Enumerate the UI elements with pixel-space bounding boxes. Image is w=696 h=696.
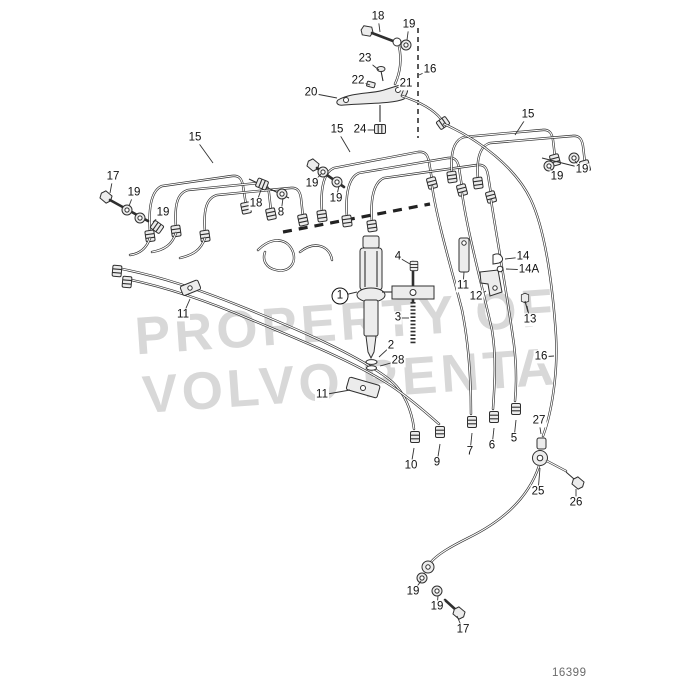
callout-label-27: 27	[531, 414, 547, 428]
callout-label-13: 13	[522, 313, 538, 327]
callout-label-17: 17	[105, 170, 121, 184]
callout-label-7: 7	[465, 445, 475, 459]
callout-label-6: 6	[487, 439, 497, 453]
callout-label-1: 1	[331, 287, 349, 305]
left-bolt-washer-set	[97, 189, 165, 235]
callout-label-8: 8	[276, 206, 286, 220]
pipe-clamp-middle	[345, 376, 381, 399]
callout-label-19: 19	[304, 177, 320, 191]
callout-label-19: 19	[405, 585, 421, 599]
callout-label-28: 28	[390, 354, 406, 368]
callout-label-11: 11	[456, 279, 470, 293]
top-banjo-bracket-assembly	[336, 24, 451, 135]
callout-label-19: 19	[574, 163, 590, 177]
union-fitting	[248, 177, 290, 200]
callout-label-18: 18	[248, 197, 264, 211]
fuel-pipe-group-middle	[316, 150, 498, 233]
low-pressure-pipes	[111, 231, 446, 444]
pipe-clamp-right	[458, 237, 470, 273]
hidden-route-dashes	[282, 28, 431, 234]
callout-label-21: 21	[398, 77, 414, 91]
return-pipe-assembly	[416, 122, 587, 621]
callout-label-12: 12	[468, 290, 484, 304]
callout-label-14: 14	[515, 250, 531, 264]
callout-label-14A: 14A	[517, 263, 541, 277]
callout-label-25: 25	[530, 485, 546, 499]
callout-label-22: 22	[350, 74, 366, 88]
callout-label-2: 2	[386, 339, 396, 353]
callout-label-19: 19	[155, 206, 171, 220]
callout-label-11: 11	[176, 308, 190, 322]
callout-label-19: 19	[401, 18, 417, 32]
callout-label-19: 19	[328, 192, 344, 206]
callout-label-17: 17	[455, 623, 471, 637]
callout-label-4: 4	[393, 250, 403, 264]
middle-vertical-pipes	[430, 184, 522, 429]
callout-label-19: 19	[126, 186, 142, 200]
callout-label-23: 23	[357, 52, 373, 66]
callout-label-15: 15	[520, 108, 536, 122]
callout-label-24: 24	[352, 123, 368, 137]
callout-label-3: 3	[393, 311, 403, 325]
callout-label-5: 5	[509, 432, 519, 446]
callout-label-15: 15	[187, 131, 203, 145]
callout-label-9: 9	[432, 456, 442, 470]
callout-label-26: 26	[568, 496, 584, 510]
callout-label-10: 10	[403, 459, 419, 473]
middle-bolt-washer-set	[304, 157, 346, 189]
callout-label-16: 16	[422, 63, 438, 77]
callout-label-19: 19	[549, 170, 565, 184]
figure-number: 16399	[552, 667, 587, 679]
injector-assembly	[356, 235, 435, 371]
support-bracket	[479, 253, 530, 313]
callout-label-19: 19	[429, 600, 445, 614]
callout-label-20: 20	[303, 86, 319, 100]
callout-label-16: 16	[533, 350, 549, 364]
callout-label-11: 11	[315, 388, 329, 402]
callout-label-18: 18	[370, 10, 386, 24]
pipe-clamp-left	[179, 279, 202, 296]
callout-label-15: 15	[329, 123, 345, 137]
